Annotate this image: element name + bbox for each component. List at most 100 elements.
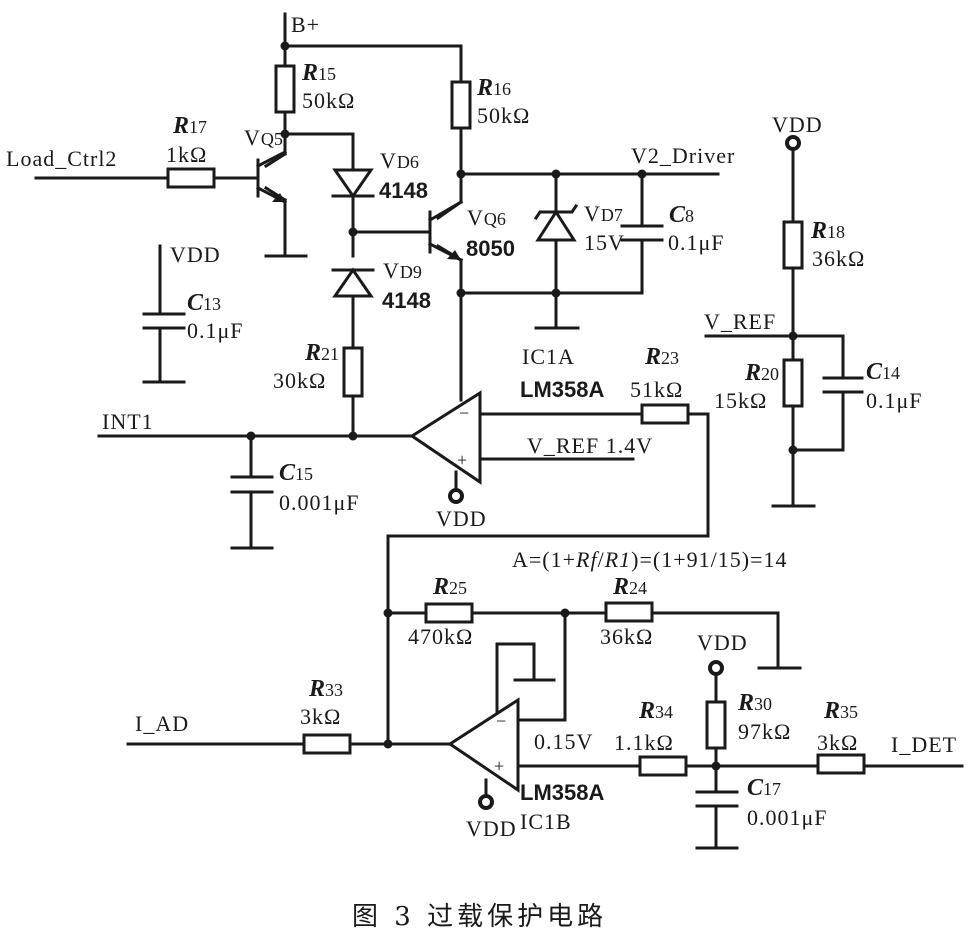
net-label-v-ref-value: V_REF 1.4V — [527, 433, 653, 458]
component-labels: R15 50kΩ R16 50kΩ R17 1kΩ VQ5 VD6 4148 V… — [166, 60, 923, 834]
value-r30: 97kΩ — [738, 719, 791, 744]
resistors — [166, 64, 866, 777]
ic1b-plus-pin: + — [494, 756, 504, 776]
junctions — [246, 41, 798, 771]
net-label-vdd-r30: VDD — [697, 630, 748, 655]
value-vd7: 15V — [584, 230, 625, 255]
resistor-r15 — [274, 64, 296, 114]
figure-caption: 图 3 过载保护电路 — [352, 902, 607, 932]
gain-formula: A=(1+Rf/R1)=(1+91/15)=14 — [512, 547, 787, 572]
capacitor-c13 — [142, 312, 186, 330]
net-label-load-ctrl: Load_Ctrl2 — [6, 146, 117, 171]
label-r25: R25 — [432, 574, 467, 600]
transistor-vq5 — [255, 149, 288, 205]
net-label-vdd-ic1b: VDD — [466, 816, 517, 841]
label-r17: R17 — [172, 113, 207, 139]
resistor-r16 — [450, 80, 472, 130]
value-r15: 50kΩ — [302, 88, 355, 113]
label-r30: R30 — [737, 690, 772, 716]
vdd-terminal-ic1b — [478, 794, 494, 810]
value-r16: 50kΩ — [477, 103, 530, 128]
label-r21: R21 — [304, 340, 339, 366]
value-c15: 0.001μF — [279, 490, 360, 515]
value-r35: 3kΩ — [817, 730, 858, 755]
value-c14: 0.1μF — [866, 388, 923, 413]
label-r33: R33 — [308, 676, 343, 702]
net-label-v2-driver: V2_Driver — [631, 143, 735, 168]
value-r33: 3kΩ — [300, 704, 341, 729]
vdd-terminal-right — [785, 135, 801, 151]
wires — [34, 12, 964, 850]
resistor-r30 — [705, 700, 727, 750]
resistor-r25 — [424, 602, 474, 624]
label-vd9: VD9 — [383, 258, 422, 283]
net-label-i-det: I_DET — [891, 732, 957, 757]
transistor-vq6 — [427, 199, 464, 263]
capacitor-c17 — [695, 790, 739, 808]
value-c8: 0.1μF — [668, 230, 725, 255]
label-r16: R16 — [476, 75, 511, 101]
diode-vd6 — [331, 168, 375, 199]
label-vq5: VQ5 — [244, 125, 283, 150]
value-r21: 30kΩ — [273, 368, 326, 393]
label-c13: C13 — [187, 290, 221, 316]
label-ic1b: IC1B — [520, 809, 572, 834]
label-ic1a: IC1A — [522, 344, 575, 369]
capacitors — [142, 224, 864, 808]
net-label-vdd-c13: VDD — [170, 242, 221, 267]
value-r24: 36kΩ — [600, 624, 653, 649]
label-c14: C14 — [866, 359, 900, 385]
value-r34: 1.1kΩ — [614, 730, 674, 755]
value-vd6: 4148 — [379, 178, 428, 203]
resistor-r35 — [816, 753, 866, 775]
label-r20: R20 — [744, 360, 779, 386]
resistor-r33 — [302, 733, 352, 755]
net-label-bias: 0.15V — [534, 729, 593, 754]
value-r17: 1kΩ — [166, 142, 207, 167]
label-r24: R24 — [612, 574, 647, 600]
label-c15: C15 — [279, 460, 313, 486]
label-r34: R34 — [638, 698, 673, 724]
part-ic1b: LM358A — [520, 780, 604, 805]
resistor-r20 — [782, 358, 804, 408]
vdd-terminal-r30 — [708, 660, 724, 676]
capacitor-c14 — [822, 376, 864, 394]
resistor-r24 — [604, 601, 654, 623]
vdd-terminals — [448, 135, 801, 810]
label-r23: R23 — [644, 344, 679, 370]
net-label-vdd-right: VDD — [772, 112, 823, 137]
resistor-r34 — [638, 755, 688, 777]
capacitor-c15 — [230, 475, 274, 494]
resistor-r21 — [342, 346, 364, 398]
value-r18: 36kΩ — [812, 246, 865, 271]
resistor-r23 — [640, 403, 690, 425]
net-label-v-ref: V_REF — [704, 309, 776, 334]
value-c17: 0.001μF — [747, 805, 828, 830]
resistor-r17 — [166, 167, 216, 189]
value-c13: 0.1μF — [187, 318, 244, 343]
label-vd6: VD6 — [380, 148, 419, 173]
label-r35: R35 — [823, 698, 858, 724]
diode-vd9 — [331, 267, 375, 298]
label-r15: R15 — [301, 60, 336, 86]
label-vd7: VD7 — [584, 201, 623, 226]
label-vq6: VQ6 — [467, 205, 506, 230]
net-label-int1: INT1 — [102, 409, 154, 434]
part-ic1a: LM358A — [520, 377, 604, 402]
ic1a-plus-pin: + — [457, 450, 467, 470]
value-r20: 15kΩ — [714, 388, 767, 413]
zener-diode-vd7 — [533, 203, 579, 242]
capacitor-c8 — [620, 224, 664, 242]
ic1a-minus-pin: − — [459, 403, 469, 423]
label-c8: C8 — [669, 202, 694, 228]
net-label-i-ad: I_AD — [135, 711, 189, 736]
value-r25: 470kΩ — [408, 624, 473, 649]
resistor-r18 — [782, 220, 804, 270]
value-r23: 51kΩ — [630, 377, 683, 402]
net-label-b-plus: B+ — [291, 12, 320, 37]
net-label-vdd-ic1a: VDD — [436, 506, 487, 531]
label-c17: C17 — [747, 775, 781, 801]
opamp-ic1b: − + — [447, 697, 520, 793]
net-labels: B+ Load_Ctrl2 V2_Driver VDD VDD V_REF IN… — [6, 12, 957, 841]
